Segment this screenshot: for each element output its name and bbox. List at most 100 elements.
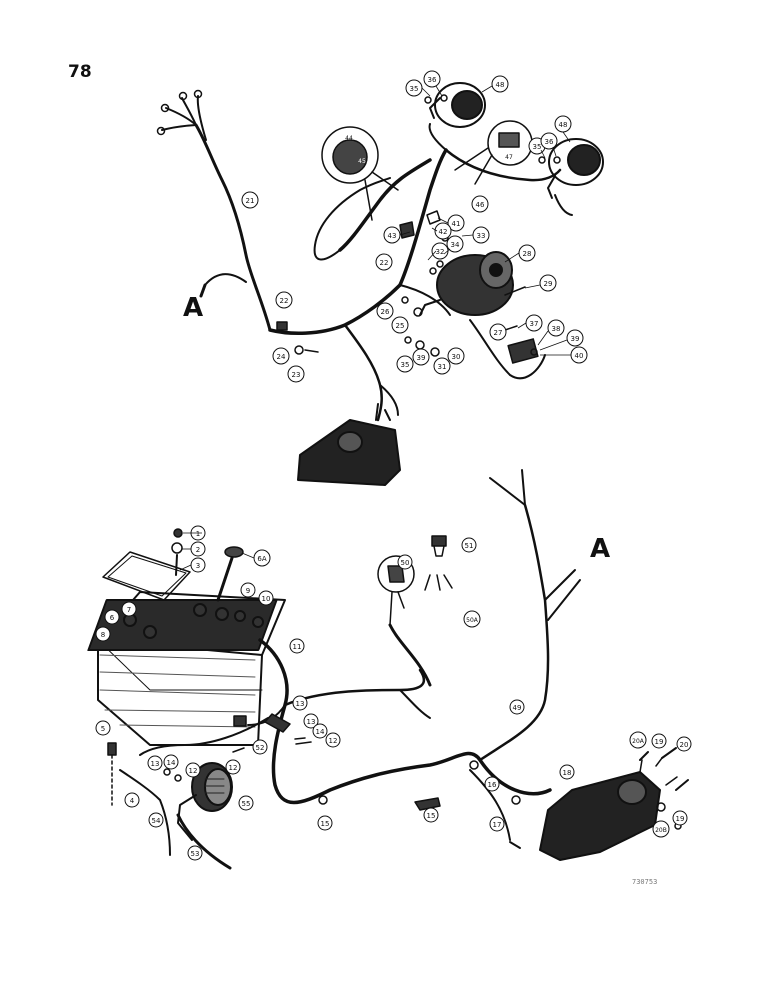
svg-text:11: 11 bbox=[293, 643, 302, 651]
svg-text:12: 12 bbox=[189, 767, 198, 775]
svg-text:23: 23 bbox=[292, 371, 301, 379]
svg-text:7: 7 bbox=[127, 606, 131, 614]
callout-47: 47 bbox=[505, 154, 513, 161]
callout-17: 17 bbox=[489, 816, 505, 832]
svg-text:35: 35 bbox=[533, 143, 542, 151]
svg-text:4: 4 bbox=[130, 797, 135, 805]
callout-13a: 13 bbox=[292, 695, 308, 711]
callout-41: 41 bbox=[447, 214, 465, 232]
callout-36a: 36 bbox=[423, 70, 441, 88]
alternator-28 bbox=[419, 251, 514, 316]
svg-text:41: 41 bbox=[452, 220, 461, 228]
svg-text:25: 25 bbox=[396, 322, 405, 330]
svg-text:19: 19 bbox=[676, 815, 685, 823]
callout-23: 23 bbox=[287, 365, 305, 383]
callout-44: 44 bbox=[345, 135, 353, 142]
callout-39a: 39 bbox=[566, 329, 584, 347]
svg-text:55: 55 bbox=[242, 800, 251, 808]
hold-down-hardware bbox=[171, 528, 244, 602]
drawing-number: 730753 bbox=[632, 878, 658, 886]
svg-text:22: 22 bbox=[280, 297, 289, 305]
svg-text:24: 24 bbox=[277, 353, 286, 361]
callout-55: 55 bbox=[238, 795, 254, 811]
svg-text:34: 34 bbox=[451, 241, 460, 249]
battery-terminals bbox=[123, 603, 264, 639]
svg-text:43: 43 bbox=[388, 232, 397, 240]
callout-18: 18 bbox=[559, 764, 575, 780]
svg-text:17: 17 bbox=[493, 821, 502, 829]
svg-text:50A: 50A bbox=[466, 617, 479, 624]
svg-text:42: 42 bbox=[439, 228, 448, 236]
svg-text:3: 3 bbox=[196, 562, 200, 570]
callout-54: 54 bbox=[148, 812, 164, 828]
callout-43: 43 bbox=[383, 226, 401, 244]
callout-14a: 14 bbox=[163, 754, 179, 770]
svg-text:20A: 20A bbox=[632, 738, 645, 745]
svg-text:19: 19 bbox=[655, 738, 664, 746]
callout-33: 33 bbox=[472, 226, 490, 244]
svg-text:14: 14 bbox=[167, 759, 176, 767]
hold-down-rod-4 bbox=[107, 742, 117, 806]
svg-text:12: 12 bbox=[229, 764, 238, 772]
callout-26: 26 bbox=[376, 302, 394, 320]
svg-text:8: 8 bbox=[101, 631, 105, 639]
horn-48-right bbox=[547, 138, 604, 216]
svg-text:15: 15 bbox=[427, 812, 436, 820]
callout-45: 45 bbox=[358, 158, 366, 165]
svg-text:50: 50 bbox=[401, 559, 410, 567]
svg-text:26: 26 bbox=[381, 308, 390, 316]
svg-text:35: 35 bbox=[410, 85, 419, 93]
callout-50a: 50A bbox=[463, 610, 481, 628]
callout-13c: 13 bbox=[147, 755, 163, 771]
svg-text:6A: 6A bbox=[257, 555, 266, 563]
callout-29: 29 bbox=[539, 274, 557, 292]
cable-53 bbox=[176, 813, 232, 870]
svg-text:54: 54 bbox=[152, 817, 161, 825]
svg-text:37: 37 bbox=[530, 320, 539, 328]
callout-14b: 14 bbox=[312, 723, 328, 739]
callout-4: 4 bbox=[124, 792, 140, 808]
svg-text:52: 52 bbox=[256, 744, 265, 752]
battery-cover-3 bbox=[102, 551, 191, 601]
callout-12c: 12 bbox=[185, 762, 201, 778]
starter-motor-upper bbox=[297, 403, 401, 486]
svg-text:49: 49 bbox=[513, 704, 522, 712]
svg-text:20B: 20B bbox=[655, 827, 667, 834]
callout-51: 51 bbox=[461, 537, 477, 553]
callout-49: 49 bbox=[509, 699, 525, 715]
svg-text:48: 48 bbox=[496, 81, 505, 89]
callout-38: 38 bbox=[547, 319, 565, 337]
callout-34: 34 bbox=[446, 235, 464, 253]
connection-label-a-upper: A bbox=[183, 293, 204, 323]
voltage-regulator-38 bbox=[507, 338, 539, 364]
main-harness-upper bbox=[268, 123, 562, 422]
svg-text:13: 13 bbox=[296, 700, 305, 708]
svg-text:35: 35 bbox=[401, 361, 410, 369]
svg-text:20: 20 bbox=[680, 741, 689, 749]
svg-text:5: 5 bbox=[101, 725, 105, 733]
svg-text:33: 33 bbox=[477, 232, 486, 240]
callout-19b: 19 bbox=[672, 810, 688, 826]
svg-text:22: 22 bbox=[380, 259, 389, 267]
svg-text:36: 36 bbox=[428, 76, 437, 84]
callout-36b: 36 bbox=[540, 132, 558, 150]
page-number: 78 bbox=[68, 62, 92, 82]
callout-48a: 48 bbox=[491, 75, 509, 93]
callout-12a: 12 bbox=[225, 759, 241, 775]
svg-text:13: 13 bbox=[151, 760, 160, 768]
callout-30: 30 bbox=[447, 347, 465, 365]
callout-53: 53 bbox=[187, 845, 203, 861]
callout-37: 37 bbox=[525, 314, 543, 332]
callout-20b: 20A bbox=[629, 731, 647, 749]
callout-15a: 15 bbox=[317, 815, 333, 831]
hardware-upper bbox=[276, 94, 561, 357]
svg-text:16: 16 bbox=[488, 781, 497, 789]
callout-48b: 48 bbox=[554, 115, 572, 133]
callout-20c: 20B bbox=[652, 820, 670, 838]
callout-2: 2 bbox=[190, 541, 206, 557]
callout-35c: 35 bbox=[396, 355, 414, 373]
svg-text:12: 12 bbox=[329, 737, 338, 745]
svg-text:46: 46 bbox=[476, 201, 485, 209]
